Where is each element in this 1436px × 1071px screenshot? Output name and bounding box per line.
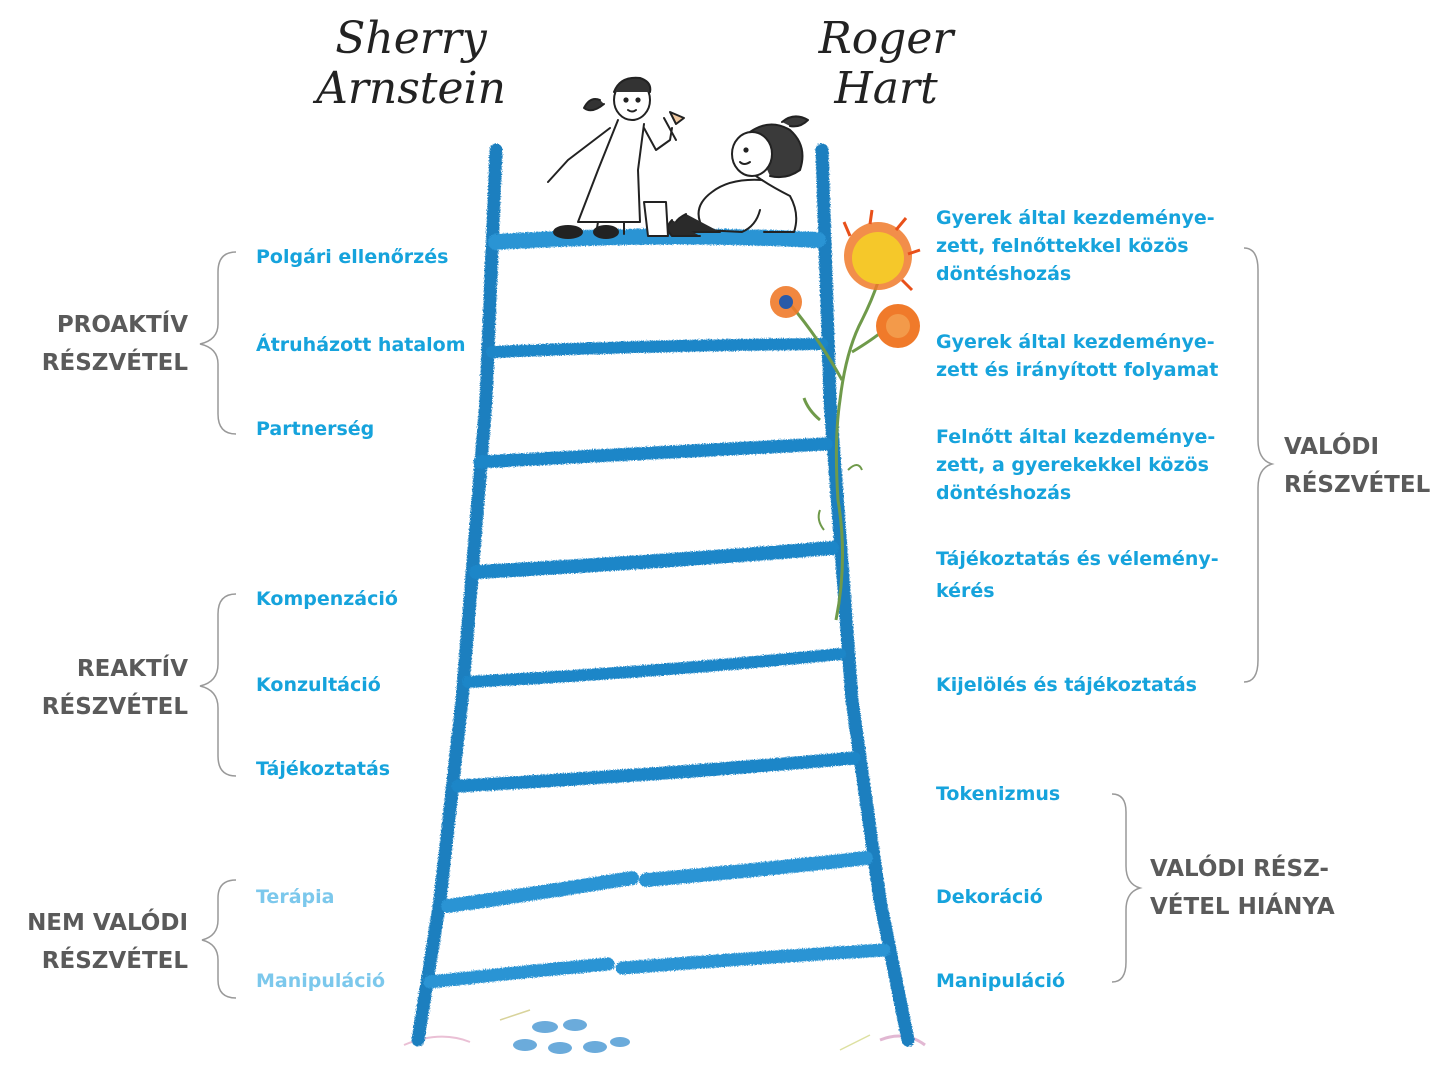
author-left-line2: Arnstein — [316, 63, 506, 114]
rung-label-line: zett és irányított folyamat — [936, 359, 1219, 381]
right-rung-label: Dekoráció — [936, 883, 1043, 911]
brace-nem-valodi — [201, 879, 237, 999]
ladder-rung — [451, 751, 861, 793]
ladder-rung-broken — [441, 871, 639, 913]
rung-label-line: zett, felnőttekkel közös — [936, 235, 1189, 257]
rung-label-line: Gyerek által kezdeménye- — [936, 207, 1215, 229]
group-label-line: VALÓDI RÉSZ- — [1150, 856, 1329, 882]
rung-label-line: döntéshozás — [936, 263, 1072, 285]
right-rung-label: Felnőtt által kezdeménye- zett, a gyerek… — [936, 423, 1215, 507]
group-label-line: REAKTÍV — [76, 656, 188, 682]
ladder-rung — [473, 437, 833, 469]
rung-label-line: Dekoráció — [936, 886, 1043, 908]
rung-label-line: Felnőtt által kezdeménye- — [936, 426, 1216, 448]
rung-label-line: Manipuláció — [936, 970, 1066, 992]
rung-label-line: Tájékoztatás és vélemény- — [936, 548, 1219, 570]
rung-label-line: Gyerek által kezdeménye- — [936, 331, 1215, 353]
child-sitting-drawing — [667, 115, 809, 237]
group-reaktiv-reszvetel: REAKTÍV RÉSZVÉTEL — [42, 650, 188, 726]
brace-proaktiv — [199, 251, 237, 435]
rung-label-line: Tokenizmus — [936, 783, 1061, 805]
right-rung-label: Tájékoztatás és vélemény- kérés — [936, 545, 1219, 605]
right-rung-label: Gyerek által kezdeménye- zett és irányít… — [936, 328, 1218, 384]
ladder-rung — [488, 228, 826, 250]
author-left-name: Sherry Arnstein — [316, 14, 506, 114]
rung-label-line: döntéshozás — [936, 482, 1072, 504]
ladder-rung-broken — [639, 851, 873, 887]
right-rung-label: Manipuláció — [936, 967, 1065, 995]
left-rung-label: Partnerség — [256, 418, 375, 440]
group-label-line: VÉTEL HIÁNYA — [1150, 894, 1335, 920]
ladder-left-rail — [411, 143, 503, 1047]
rung-label-line: Kijelölés és tájékoztatás — [936, 674, 1197, 696]
left-rung-label: Terápia — [256, 886, 335, 908]
ladder-rung-broken — [615, 943, 891, 975]
group-label-line: PROAKTÍV — [56, 312, 188, 338]
left-rung-label: Átruházott hatalom — [256, 334, 466, 356]
group-valodi-reszvetel-hianya: VALÓDI RÉSZ- VÉTEL HIÁNYA — [1150, 850, 1335, 926]
group-label-line: VALÓDI — [1284, 434, 1380, 460]
author-right-line2: Hart — [834, 63, 938, 114]
group-label-line: RÉSZVÉTEL — [41, 350, 188, 376]
brace-valodi-hianya — [1111, 793, 1143, 983]
group-label-line: NEM VALÓDI — [27, 910, 188, 936]
left-rung-label: Polgári ellenőrzés — [256, 246, 449, 268]
flower-small — [770, 286, 802, 318]
rung-label-line: zett, a gyerekekkel közös — [936, 454, 1209, 476]
brace-valodi — [1243, 247, 1275, 683]
ladder-rung-broken — [423, 957, 615, 989]
left-rung-label: Tájékoztatás — [256, 758, 391, 780]
vine-with-flowers — [770, 209, 921, 621]
right-rung-label: Kijelölés és tájékoztatás — [936, 671, 1197, 699]
footprints — [513, 1019, 630, 1054]
flower-orange — [876, 304, 920, 348]
left-rung-label: Konzultáció — [256, 674, 381, 696]
right-rung-label: Tokenizmus — [936, 780, 1060, 808]
group-label-line: RÉSZVÉTEL — [41, 948, 188, 974]
rung-label-line: kérés — [936, 580, 995, 602]
group-valodi-reszvetel: VALÓDI RÉSZVÉTEL — [1284, 428, 1430, 504]
right-rung-label: Gyerek által kezdeménye- zett, felnőttek… — [936, 204, 1215, 288]
brace-reaktiv — [199, 593, 237, 777]
ladder-rung — [469, 541, 839, 579]
author-right-name: Roger Hart — [806, 14, 966, 114]
flower-yellow — [842, 209, 921, 292]
left-rung-label: Manipuláció — [256, 970, 386, 992]
child-standing-drawing — [547, 76, 685, 239]
left-rung-label: Kompenzáció — [256, 588, 398, 610]
author-right-line1: Roger — [818, 13, 954, 64]
ground-scribbles — [403, 1009, 926, 1051]
group-nem-valodi-reszvetel: NEM VALÓDI RÉSZVÉTEL — [27, 904, 188, 980]
ladder-rung — [462, 648, 846, 688]
group-label-line: RÉSZVÉTEL — [1284, 472, 1431, 498]
ladder-rung — [486, 338, 828, 358]
group-label-line: RÉSZVÉTEL — [41, 694, 188, 720]
author-left-line1: Sherry — [335, 13, 487, 64]
group-proaktiv-reszvetel: PROAKTÍV RÉSZVÉTEL — [42, 306, 188, 382]
